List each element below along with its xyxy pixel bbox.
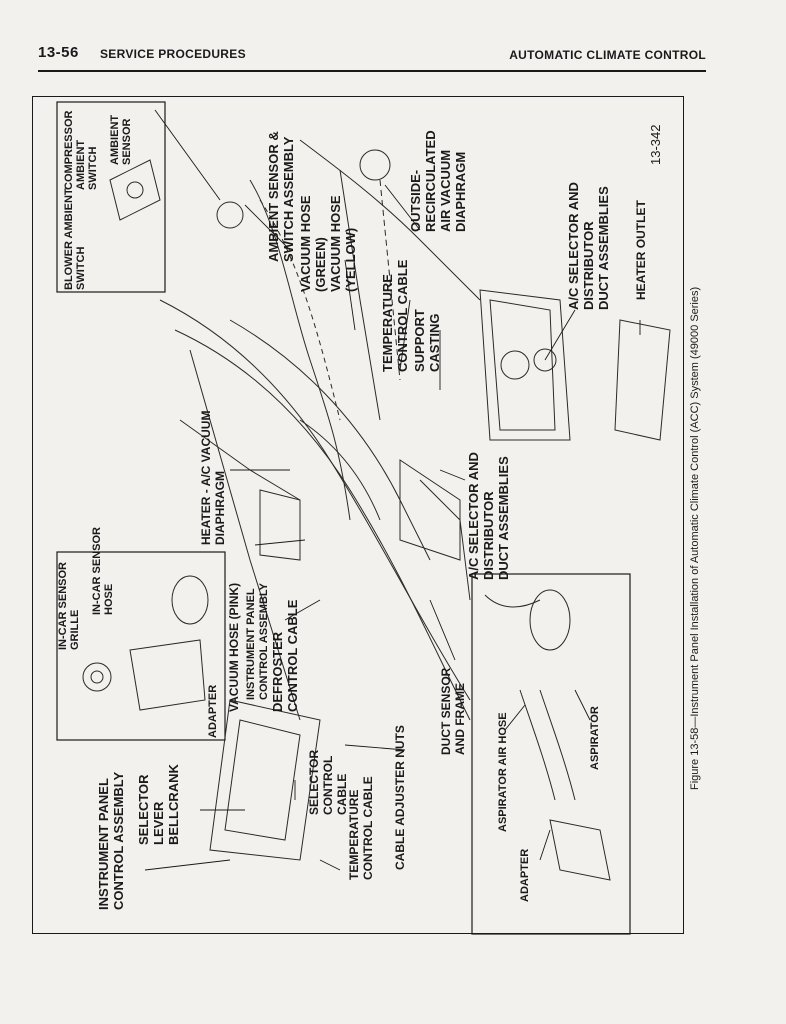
section-title: SERVICE PROCEDURES	[100, 47, 246, 61]
leader-lines	[144, 109, 641, 871]
label-selector-lever-bellcrank: SELECTOR LEVER BELLCRANK	[136, 764, 181, 845]
label-ambient-sensor-switch-assembly: AMBIENT SENSOR & SWITCH ASSEMBLY	[266, 128, 296, 262]
chapter-title: AUTOMATIC CLIMATE CONTROL	[509, 48, 706, 62]
page-number: 13-56	[38, 44, 79, 61]
label-instrument-panel-control-small: INSTRUMENT PANEL CONTROL ASSEMBLY	[245, 582, 270, 700]
label-defroster-control-cable: DEFROSTER CONTROL CABLE	[270, 599, 300, 712]
label-vacuum-hose-pink: VACUUM HOSE (PINK)	[227, 583, 241, 712]
label-vacuum-hose-yellow: VACUUM HOSE (YELLOW)	[328, 192, 358, 292]
label-vacuum-hose-green: VACUUM HOSE (GREEN)	[298, 192, 328, 292]
label-support-casting: SUPPORT CASTING	[412, 306, 442, 372]
label-in-car-sensor-grille: IN-CAR SENSOR GRILLE	[57, 559, 81, 650]
label-outside-recirculated-diaphragm: OUTSIDE- RECIRCULATED AIR VACUUM DIAPHRA…	[408, 127, 468, 232]
label-duct-sensor-and-frame: DUCT SENSOR AND FRAME	[439, 664, 467, 755]
label-adapter-left: ADAPTER	[207, 685, 219, 738]
label-ambient-sensor: AMBIENT SENSOR	[109, 112, 133, 165]
label-compressor-ambient-switch: COMPRESSOR AMBIENT SWITCH	[63, 107, 99, 190]
figure-caption: Figure 13-58—Instrument Panel Installati…	[689, 287, 701, 790]
label-cable-adjuster-nuts: CABLE ADJUSTER NUTS	[393, 725, 407, 870]
figure-number: 13-342	[648, 125, 663, 165]
inset-left-frame	[56, 551, 226, 741]
label-aspirator-air-hose: ASPIRATOR AIR HOSE	[497, 712, 509, 832]
label-blower-ambient-switch: BLOWER AMBIENT SWITCH	[63, 185, 87, 290]
label-adapter-bottom: ADAPTER	[519, 849, 531, 902]
inset-bottom-frame	[471, 573, 631, 935]
label-ac-selector-lower: A/C SELECTOR AND DISTRIBUTOR DUCT ASSEMB…	[466, 449, 511, 580]
label-in-car-sensor-hose: IN-CAR SENSOR HOSE	[91, 524, 115, 615]
label-aspirator: ASPIRATOR	[589, 706, 601, 770]
label-ac-selector-upper: A/C SELECTOR AND DISTRIBUTOR DUCT ASSEMB…	[566, 179, 611, 310]
label-temperature-control-cable: TEMPERATURE CONTROL CABLE	[380, 259, 410, 372]
inset-top-frame	[56, 101, 166, 293]
figure-frame	[32, 96, 684, 934]
label-temperature-control-cable-lower: TEMPERATURE CONTROL CABLE	[347, 776, 375, 880]
label-instrument-panel-control-assembly: INSTRUMENT PANEL CONTROL ASSEMBLY	[96, 771, 126, 910]
label-selector-control-cable: SELECTOR CONTROL CABLE	[307, 747, 349, 815]
label-heater-outlet: HEATER OUTLET	[634, 200, 648, 300]
page-header: 13-56 SERVICE PROCEDURES AUTOMATIC CLIMA…	[38, 44, 706, 72]
dash-line-art	[82, 139, 671, 881]
label-heater-ac-vacuum-diaphragm: HEATER - A/C VACUUM DIAPHRAGM	[199, 407, 227, 545]
